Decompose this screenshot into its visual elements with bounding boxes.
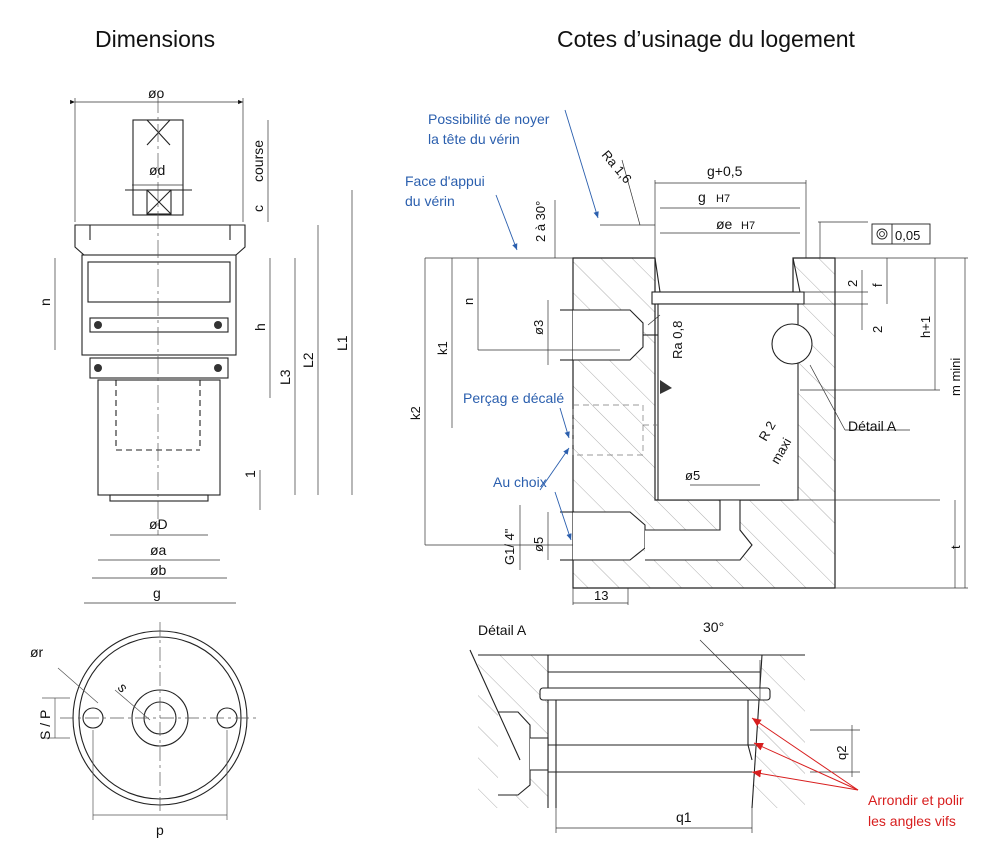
note-appui-2: du vérin: [405, 193, 455, 209]
dim-e: øe: [716, 216, 733, 232]
dim-ra08: Ra 0,8: [670, 321, 685, 359]
dim-g-tol: H7: [716, 193, 730, 205]
chamfer-mark: [660, 380, 672, 394]
title-cotes-usinage: Cotes d’usinage du logement: [557, 26, 856, 52]
ref-detail-a: Détail A: [848, 418, 897, 434]
top-view-lines: [42, 622, 260, 820]
dim-h: h: [252, 323, 268, 331]
dim-n-right: n: [461, 298, 476, 305]
note-appui-1: Face d'appui: [405, 173, 485, 189]
dim-thirteen: 13: [594, 588, 608, 603]
dim-D: øD: [149, 516, 168, 532]
title-dimensions: Dimensions: [95, 26, 215, 52]
red-leaders: [751, 717, 859, 791]
right-dimension-lines: [424, 159, 968, 605]
detail-note-2: les angles vifs: [868, 813, 956, 829]
dim-ra16: Ra 1,6: [599, 147, 635, 186]
housing-bore-details: [560, 257, 813, 561]
dim-angle: 2 à 30°: [533, 201, 548, 242]
detail-a-outline: [469, 649, 805, 809]
o-rings: [94, 321, 222, 372]
dim-G14: G1/ 4": [502, 528, 517, 565]
detail-note-1: Arrondir et polir: [868, 792, 964, 808]
dim-L2: L2: [300, 352, 316, 368]
offset-drilling-hidden: [572, 404, 658, 456]
dim-course: course: [250, 140, 266, 182]
detail-q1: q1: [676, 809, 692, 825]
dim-e-tol: H7: [741, 220, 755, 232]
dim-two-2: 2: [870, 326, 885, 333]
dim-d: ød: [149, 162, 165, 178]
dim-f: f: [870, 283, 885, 287]
dim-g05: g+0,5: [707, 163, 743, 179]
dim-o: øo: [148, 85, 165, 101]
dim-two-1: 2: [845, 280, 860, 287]
dim-g: g: [153, 585, 161, 601]
detail-angle: 30°: [703, 619, 724, 635]
note-noyer-2: la tête du vérin: [428, 131, 520, 147]
left-dimension-lines: [54, 98, 353, 604]
dim-one: 1: [242, 470, 258, 478]
dim-k2: k2: [408, 406, 423, 420]
tolerance-frame: [871, 223, 931, 245]
dim-k1: k1: [435, 341, 450, 355]
detail-q2: q2: [834, 746, 849, 760]
dim-b: øb: [150, 562, 167, 578]
blue-leaders: [495, 109, 599, 541]
dim-r: ør: [30, 644, 44, 660]
concentricity-icon: [876, 228, 888, 240]
tol-value: 0,05: [895, 228, 920, 243]
note-noyer-1: Possibilité de noyer: [428, 111, 550, 127]
dim-o5-b: ø5: [531, 537, 546, 552]
dim-o3: ø3: [531, 320, 546, 335]
dim-SP: S / P: [37, 710, 53, 740]
dim-a: øa: [150, 542, 167, 558]
dim-c: c: [250, 205, 266, 212]
note-percage: Perçag e décalé: [463, 390, 564, 406]
dim-p: p: [156, 822, 164, 838]
dim-n: n: [37, 298, 53, 306]
dim-o5-a: ø5: [685, 468, 700, 483]
dim-h1: h+1: [918, 316, 933, 338]
dim-t: t: [948, 545, 963, 549]
dim-s: s: [115, 680, 132, 696]
detail-title: Détail A: [478, 622, 527, 638]
detail-dimension-lines: [555, 639, 860, 833]
dim-L1: L1: [334, 335, 350, 351]
dim-g: g: [698, 189, 706, 205]
dim-L3: L3: [277, 369, 293, 385]
note-choix: Au choix: [493, 474, 547, 490]
dim-m-mini: m mini: [948, 358, 963, 396]
cylinder-side-view: [74, 119, 246, 502]
